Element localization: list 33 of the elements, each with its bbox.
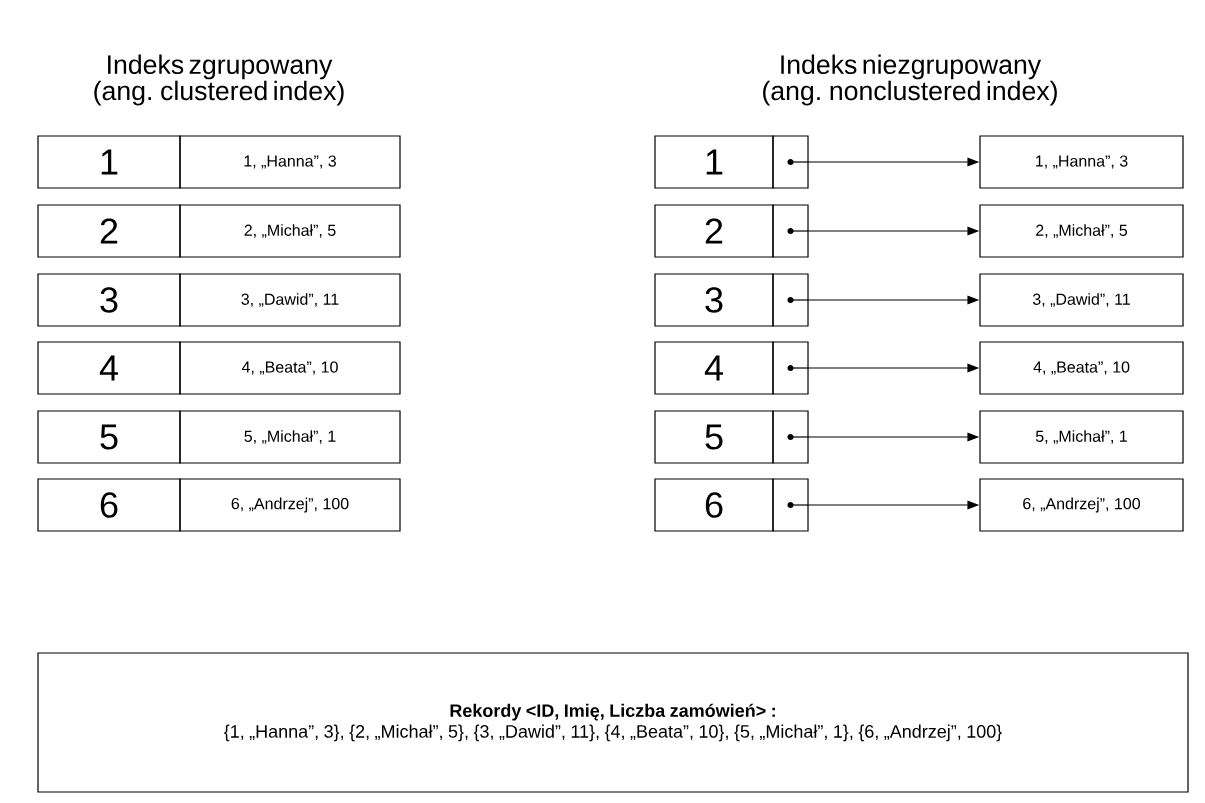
- record-box: 6, „Andrzej”, 100: [979, 478, 1184, 532]
- heading: Indeks zgrupowany (ang. clustered index): [94, 54, 344, 106]
- heading: Indeks niezgrupowany (ang. nonclustered index): [763, 54, 1057, 106]
- record-box: 4, „Beata”, 10: [979, 341, 1184, 395]
- key-cell: 5: [654, 410, 774, 464]
- key-cell: 2: [654, 204, 774, 258]
- key-cell: 5: [37, 410, 181, 464]
- record-box: 2, „Michał”, 5: [979, 204, 1184, 258]
- pointer-cell: [772, 273, 809, 327]
- record-box: 5, „Michał”, 1: [979, 410, 1184, 464]
- record-box: 1, „Hanna”, 3: [979, 135, 1184, 189]
- key-cell: 3: [654, 273, 774, 327]
- pointer-cell: [772, 135, 809, 189]
- key-cell: 1: [654, 135, 774, 189]
- pointer-cell: [772, 204, 809, 258]
- key-cell: 6: [654, 478, 774, 532]
- records-box: Rekordy <ID, Imię, Liczba zamówień> : {1, „Hanna”, 3}, {2, „Michał”, 5}, {3, „Dawid”, 11}, {4, „Beata”, 10}, {5, „Michał”, 1}, {6, „Andrzej”, 100}: [37, 652, 1189, 793]
- key-cell: 1: [37, 135, 181, 189]
- key-cell: 6: [37, 478, 181, 532]
- record-cell: 1, „Hanna”, 3: [179, 135, 401, 189]
- record-box: 3, „Dawid”, 11: [979, 273, 1184, 327]
- record-cell: 3, „Dawid”, 11: [179, 273, 401, 327]
- pointer-cell: [772, 341, 809, 395]
- key-cell: 4: [654, 341, 774, 395]
- pointer-cell: [772, 478, 809, 532]
- record-cell: 2, „Michał”, 5: [179, 204, 401, 258]
- key-cell: 3: [37, 273, 181, 327]
- record-cell: 4, „Beata”, 10: [179, 341, 401, 395]
- pointer-cell: [772, 410, 809, 464]
- record-cell: 6, „Andrzej”, 100: [179, 478, 401, 532]
- record-cell: 5, „Michał”, 1: [179, 410, 401, 464]
- key-cell: 2: [37, 204, 181, 258]
- key-cell: 4: [37, 341, 181, 395]
